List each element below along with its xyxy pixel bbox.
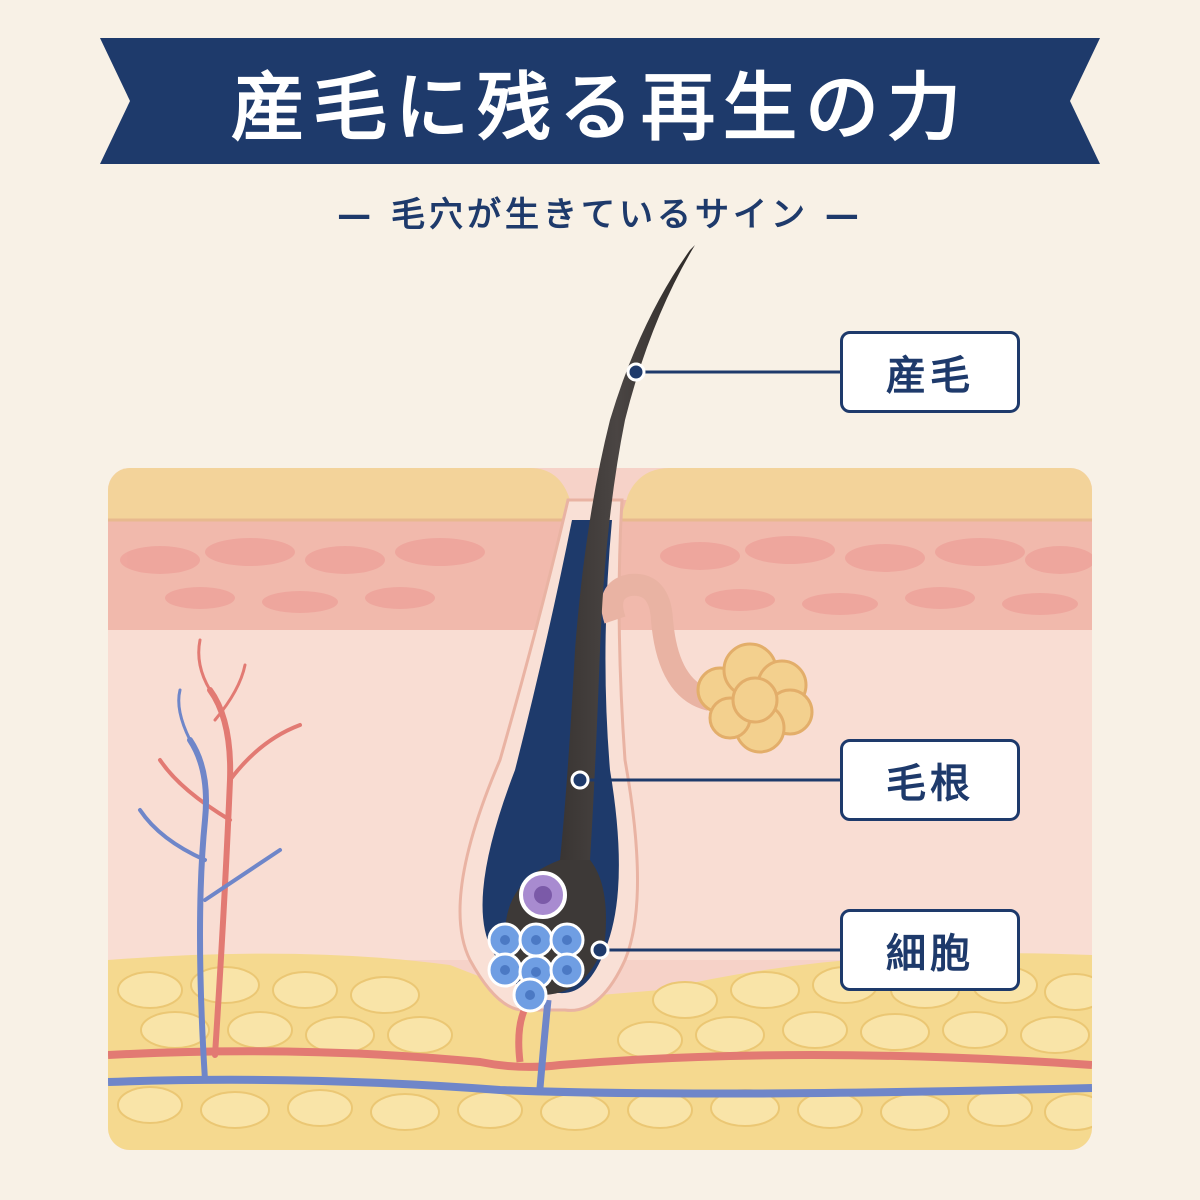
title-banner: 産毛に残る再生の力 — [100, 38, 1100, 164]
label-hair-root: 毛根 — [840, 739, 1020, 821]
artery-horizontal — [108, 1047, 1092, 1071]
label-vellus-hair: 産毛 — [840, 331, 1020, 413]
branching-vessels — [138, 638, 302, 1083]
leader-dot-icon — [590, 940, 610, 960]
label-cells: 細胞 — [840, 909, 1020, 991]
page-subtitle: — 毛穴が生きているサイン — — [337, 194, 863, 235]
sebaceous-gland — [696, 642, 814, 754]
stratum-corneum-right — [620, 468, 1092, 520]
leader-lines — [570, 362, 840, 960]
sebaceous-duct — [601, 573, 714, 711]
epidermis-cells — [120, 536, 1092, 615]
banner-ribbon-shape — [100, 38, 1100, 164]
leader-dot-icon — [626, 362, 646, 382]
stratum-corneum-left — [108, 468, 575, 520]
papilla-cells — [487, 922, 585, 1013]
vein-horizontal — [108, 1075, 1092, 1098]
page-title: 産毛に残る再生の力 — [231, 64, 969, 151]
leader-dot-icon — [570, 770, 590, 790]
